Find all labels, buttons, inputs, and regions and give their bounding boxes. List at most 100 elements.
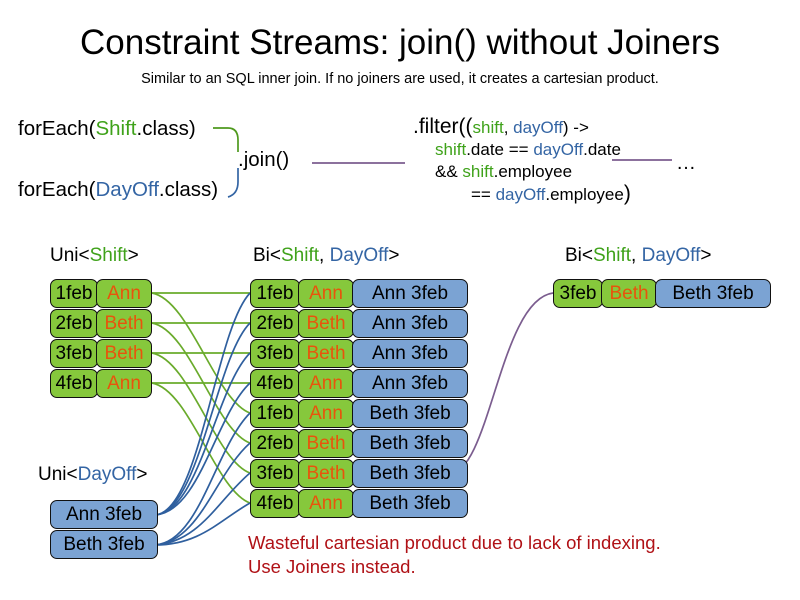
filter-line-3: && shift.employee (413, 161, 631, 183)
foreach-dayoff-suffix: .class) (158, 178, 219, 201)
cartesian-date: 3feb (250, 459, 300, 488)
cartesian-row[interactable]: 3feb Beth Beth 3feb (250, 459, 468, 488)
wire-blue-1-3 (154, 352, 251, 516)
cartesian-dayoff: Ann 3feb (352, 369, 468, 398)
cartesian-employee: Ann (298, 279, 354, 308)
shift-card[interactable]: 1feb Ann (50, 279, 152, 308)
shift-card[interactable]: 3feb Beth (50, 339, 152, 368)
bi-result-suffix: > (700, 245, 712, 266)
code-foreach-shift: forEach(Shift.class) (18, 117, 196, 141)
cartesian-row[interactable]: 1feb Ann Ann 3feb (250, 279, 468, 308)
bi-middle-comma: , (319, 245, 330, 266)
uni-shift-suffix: > (127, 245, 139, 266)
result-row[interactable]: 3feb Beth Beth 3feb (553, 279, 771, 308)
filter-l2-date: .date (583, 140, 621, 159)
filter-l2-date-eq: .date == (466, 140, 534, 159)
filter-line-2: shift.date == dayOff.date (413, 139, 631, 161)
filter-l3-shift: shift (462, 162, 494, 181)
foreach-dayoff-prefix: forEach( (18, 178, 96, 201)
bi-middle-prefix: Bi< (253, 245, 281, 266)
uni-dayoff-type: DayOff (77, 464, 137, 485)
dayoff-card[interactable]: Ann 3feb (50, 500, 158, 529)
wire-blue-2-7 (154, 472, 251, 546)
bi-middle-suffix: > (388, 245, 400, 266)
label-uni-shift: Uni<Shift> (50, 245, 139, 267)
filter-param-shift: shift (472, 118, 504, 137)
cartesian-date: 2feb (250, 429, 300, 458)
filter-l4-employee: .employee (545, 185, 624, 204)
cartesian-row[interactable]: 4feb Ann Beth 3feb (250, 489, 468, 518)
cartesian-date: 4feb (250, 369, 300, 398)
wire-blue-2-6 (154, 442, 251, 546)
shift-card[interactable]: 4feb Ann (50, 369, 152, 398)
warning-line-2: Use Joiners instead. (248, 556, 416, 577)
shift-date: 3feb (50, 339, 98, 368)
foreach-dayoff-type: DayOff (95, 178, 159, 201)
wire-green-3-7 (151, 352, 251, 474)
cartesian-dayoff: Ann 3feb (352, 309, 468, 338)
uni-shift-prefix: Uni< (50, 245, 90, 266)
bi-result-prefix: Bi< (565, 245, 593, 266)
dayoff-text: Ann 3feb (50, 500, 158, 529)
filter-line-4: == dayOff.employee) (413, 183, 631, 206)
filter-line-1: .filter((shift, dayOff) -> (413, 116, 631, 139)
wire-blue-2-8 (154, 502, 251, 546)
cartesian-employee: Ann (298, 399, 354, 428)
wire-dayoff-to-join (227, 168, 239, 198)
code-foreach-dayoff: forEach(DayOff.class) (18, 178, 218, 202)
dayoff-text: Beth 3feb (50, 530, 158, 559)
filter-l2-dayoff: dayOff (533, 140, 584, 159)
label-bi-middle: Bi<Shift, DayOff> (253, 245, 399, 267)
wire-green-2-6 (151, 322, 251, 444)
warning-text: Wasteful cartesian product due to lack o… (248, 531, 661, 579)
wire-blue-1-2 (154, 322, 251, 516)
cartesian-date: 4feb (250, 489, 300, 518)
wire-shift-to-join (213, 127, 239, 152)
foreach-shift-type: Shift (95, 117, 137, 140)
bi-middle-type2: DayOff (329, 245, 389, 266)
shift-employee: Beth (96, 339, 152, 368)
filter-l3-and: && (435, 162, 463, 181)
shift-employee: Beth (96, 309, 152, 338)
uni-shift-type: Shift (89, 245, 128, 266)
label-bi-result: Bi<Shift, DayOff> (565, 245, 711, 267)
cartesian-dayoff: Beth 3feb (352, 399, 468, 428)
uni-dayoff-prefix: Uni< (38, 464, 78, 485)
shift-employee: Ann (96, 369, 152, 398)
cartesian-dayoff: Beth 3feb (352, 429, 468, 458)
filter-prefix: .filter(( (413, 115, 473, 138)
filter-comma: , (503, 118, 514, 137)
cartesian-row[interactable]: 1feb Ann Beth 3feb (250, 399, 468, 428)
cartesian-row[interactable]: 4feb Ann Ann 3feb (250, 369, 468, 398)
cartesian-employee: Beth (298, 459, 354, 488)
shift-card[interactable]: 2feb Beth (50, 309, 152, 338)
shift-date: 4feb (50, 369, 98, 398)
foreach-shift-prefix: forEach( (18, 117, 96, 140)
filter-l4-eq: == (471, 185, 496, 204)
code-filter-block: .filter((shift, dayOff) -> shift.date ==… (413, 116, 631, 206)
filter-arrow: ) -> (562, 118, 589, 137)
cartesian-dayoff: Beth 3feb (352, 459, 468, 488)
bi-middle-type1: Shift (281, 245, 320, 266)
dayoff-card[interactable]: Beth 3feb (50, 530, 158, 559)
cartesian-row[interactable]: 3feb Beth Ann 3feb (250, 339, 468, 368)
uni-dayoff-suffix: > (136, 464, 148, 485)
bi-result-type2: DayOff (641, 245, 701, 266)
result-dayoff: Beth 3feb (655, 279, 771, 308)
cartesian-employee: Beth (298, 429, 354, 458)
cartesian-employee: Ann (298, 489, 354, 518)
cartesian-date: 3feb (250, 339, 300, 368)
cartesian-row[interactable]: 2feb Beth Beth 3feb (250, 429, 468, 458)
cartesian-row[interactable]: 2feb Beth Ann 3feb (250, 309, 468, 338)
cartesian-dayoff: Ann 3feb (352, 339, 468, 368)
foreach-shift-suffix: .class) (136, 117, 196, 140)
filter-l3-employee: .employee (493, 162, 573, 181)
result-date: 3feb (553, 279, 603, 308)
page-title: Constraint Streams: join() without Joine… (80, 23, 720, 62)
cartesian-employee: Beth (298, 339, 354, 368)
wire-green-1-5 (151, 292, 251, 414)
result-employee: Beth (601, 279, 657, 308)
cartesian-date: 1feb (250, 399, 300, 428)
wire-blue-1-1 (154, 292, 251, 516)
